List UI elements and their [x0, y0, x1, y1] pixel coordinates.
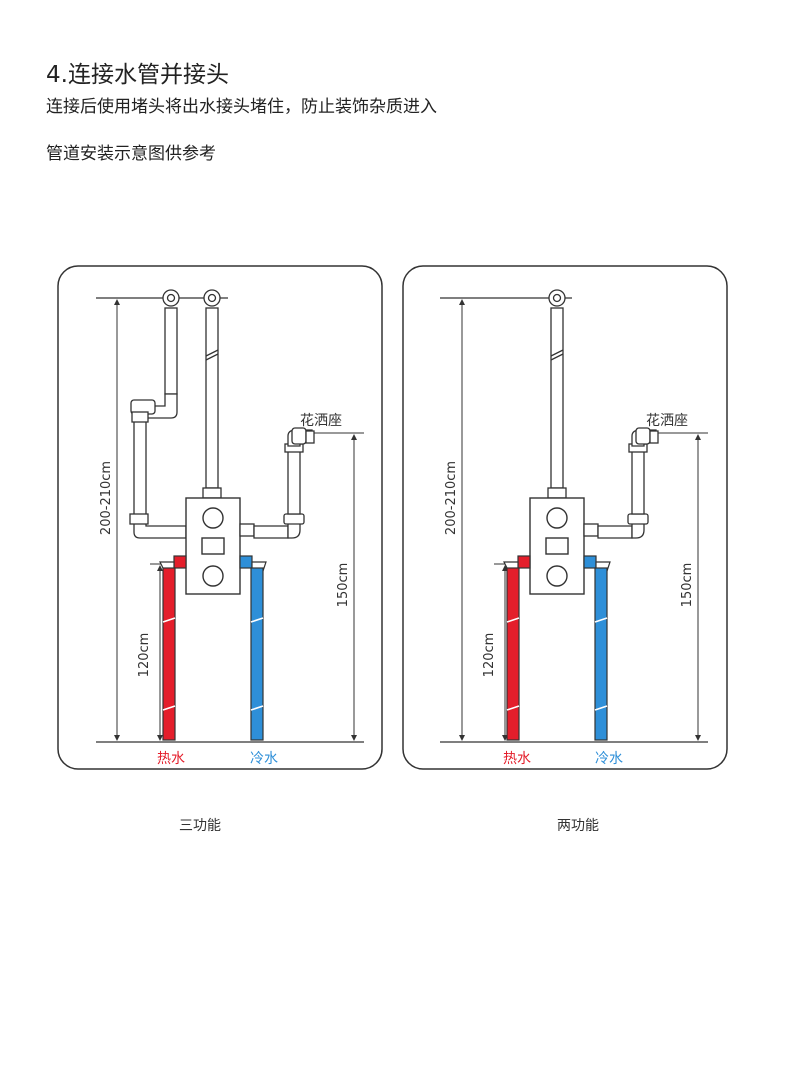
panel-three-function: 200-210cm 120cm 150cm 花洒座 — [57, 265, 383, 770]
top-outlet-pipes — [547, 289, 567, 499]
shower-height-label: 150cm — [336, 563, 351, 608]
top-outlet-pipes — [129, 289, 222, 539]
panel-frame — [57, 265, 383, 770]
total-height-label: 200-210cm — [99, 461, 114, 535]
cold-water-pipe — [239, 555, 267, 741]
panel-frame — [402, 265, 728, 770]
hot-water-label: 热水 — [157, 751, 185, 767]
panel-two-function: 200-210cm 120cm 150cm 花洒座 — [402, 265, 728, 770]
cold-water-pipe — [583, 555, 611, 741]
cold-water-label: 冷水 — [250, 751, 278, 767]
diagram-reference-note: 管道安装示意图供参考 — [46, 144, 216, 164]
cold-water-label: 冷水 — [595, 751, 623, 767]
mixing-valve-body — [185, 497, 241, 595]
total-height-label: 200-210cm — [444, 461, 459, 535]
inlet-height-label: 120cm — [482, 633, 497, 678]
shower-height-label: 150cm — [680, 563, 695, 608]
hot-water-label: 热水 — [503, 751, 531, 767]
mixing-valve-body — [529, 497, 585, 595]
shower-outlet-pipe — [239, 427, 315, 539]
inlet-height-label: 120cm — [137, 633, 152, 678]
caption-three-function: 三功能 — [179, 818, 221, 834]
shower-outlet-pipe — [583, 427, 659, 539]
shower-seat-label: 花洒座 — [300, 413, 342, 429]
page-subtitle: 连接后使用堵头将出水接头堵住，防止装饰杂质进入 — [46, 97, 437, 117]
hot-water-pipe — [159, 555, 187, 741]
shower-seat-label: 花洒座 — [646, 413, 688, 429]
hot-water-pipe — [503, 555, 531, 741]
caption-two-function: 两功能 — [557, 818, 599, 834]
page-title: 4.连接水管并接头 — [46, 62, 229, 88]
